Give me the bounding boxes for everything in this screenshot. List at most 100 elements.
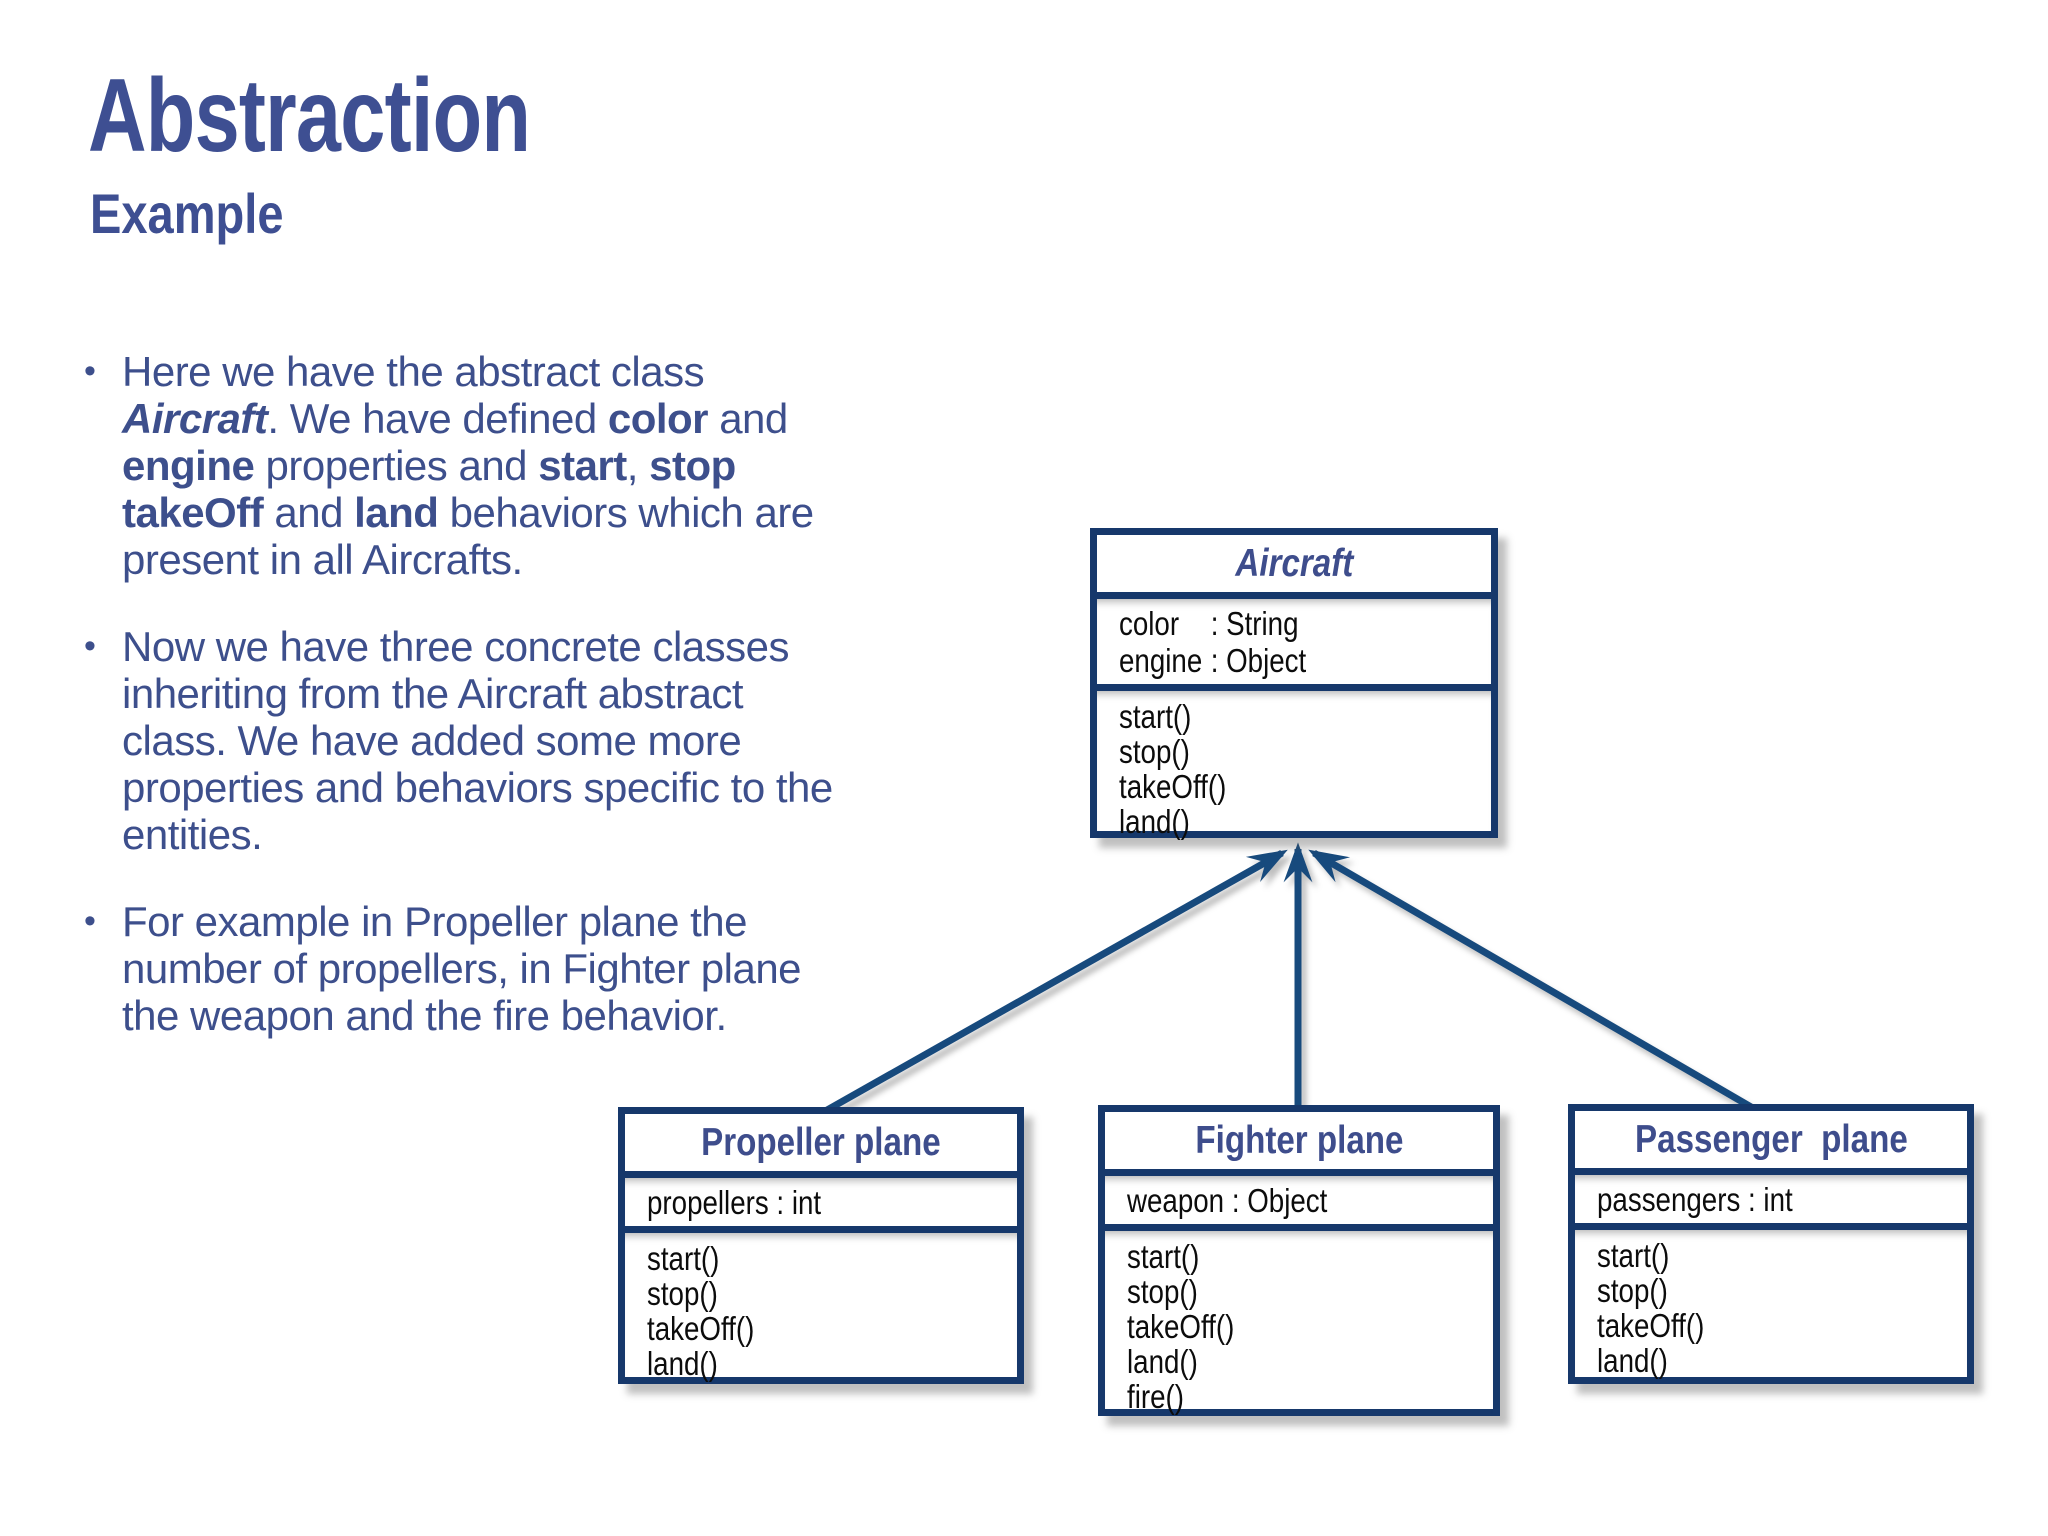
bullet-text-line: present in all Aircrafts.	[122, 536, 922, 583]
uml-class-title: Aircraft	[1097, 535, 1491, 592]
uml-method: stop()	[1119, 734, 1491, 769]
uml-method: fire()	[1127, 1379, 1493, 1414]
uml-attribute-name: color	[1119, 605, 1180, 642]
uml-method-text: land()	[647, 1345, 718, 1382]
uml-method: start()	[1119, 699, 1491, 734]
uml-methods-compartment: start()stop()takeOff()land()	[1097, 684, 1491, 839]
bullet-marker: •	[84, 352, 96, 390]
text-segment: properties and	[254, 442, 539, 489]
uml-method-text: takeOff()	[1119, 768, 1227, 805]
page-subtitle-text: Example	[90, 182, 284, 245]
uml-attribute: engine : Object	[1119, 642, 1491, 679]
uml-class-name: Passenger plane	[1634, 1117, 1908, 1161]
uml-method: land()	[1127, 1344, 1493, 1379]
uml-method-text: takeOff()	[1127, 1308, 1235, 1345]
bullet-marker: •	[84, 627, 96, 665]
page-title-text: Abstraction	[88, 58, 531, 174]
uml-method-text: stop()	[1127, 1273, 1198, 1310]
connector-passenger-to-aircraft	[1308, 849, 1760, 1115]
uml-attribute-name: weapon	[1127, 1182, 1225, 1219]
uml-attribute-name: passengers	[1597, 1181, 1741, 1218]
bullet-text-line: the weapon and the fire behavior.	[122, 992, 922, 1039]
uml-method: takeOff()	[1127, 1309, 1493, 1344]
text-segment: color	[607, 395, 709, 442]
uml-attributes-compartment: weapon : Object	[1105, 1169, 1493, 1224]
text-segment: ,	[626, 442, 650, 489]
uml-method: stop()	[647, 1276, 1017, 1311]
bullet-text-line: Aircraft. We have defined color and	[122, 395, 922, 442]
text-segment: class. We have added some more	[122, 717, 742, 764]
text-segment: Here we have the abstract class	[122, 348, 705, 395]
uml-method-text: takeOff()	[1597, 1307, 1705, 1344]
text-segment: stop	[649, 442, 736, 489]
uml-methods-compartment: start()stop()takeOff()land()fire()	[1105, 1224, 1493, 1414]
bullet-text-line: entities.	[122, 811, 922, 858]
uml-method: land()	[1597, 1343, 1967, 1378]
page-title: Abstraction	[88, 64, 655, 168]
uml-method: start()	[647, 1241, 1017, 1276]
text-segment: takeOff	[122, 489, 264, 536]
uml-method-text: land()	[1119, 803, 1190, 840]
uml-method-text: start()	[1119, 698, 1192, 735]
uml-class-fighter-plane: Fighter plane weapon : Object start()stop(…	[1098, 1105, 1500, 1416]
uml-method: stop()	[1597, 1273, 1967, 1308]
page-subtitle: Example	[90, 186, 320, 242]
bullet-text-line: properties and behaviors specific to the	[122, 764, 922, 811]
text-segment: entities.	[122, 811, 263, 858]
uml-class-title: Passenger plane	[1575, 1111, 1967, 1168]
text-segment: engine	[122, 442, 255, 489]
text-segment: inheriting from the Aircraft abstract	[122, 670, 744, 717]
uml-method-text: takeOff()	[647, 1310, 755, 1347]
text-segment: . We have defined	[267, 395, 608, 442]
uml-class-propeller-plane: Propeller plane propellers : int start()st…	[618, 1107, 1024, 1384]
bullet-text-line: takeOff and land behaviors which are	[122, 489, 922, 536]
uml-method: stop()	[1127, 1274, 1493, 1309]
bullet-text-line: number of propellers, in Fighter plane	[122, 945, 922, 992]
bullet-text-line: Here we have the abstract class	[122, 348, 922, 395]
uml-attribute: passengers : int	[1597, 1181, 1967, 1218]
uml-method: takeOff()	[1597, 1308, 1967, 1343]
uml-attribute-name: propellers	[647, 1184, 769, 1221]
uml-attribute-text: weapon : Object	[1127, 1182, 1328, 1219]
bullet-text-line: class. We have added some more	[122, 717, 922, 764]
text-segment: the weapon and the fire behavior.	[122, 992, 727, 1039]
uml-method: land()	[647, 1346, 1017, 1381]
uml-method-text: fire()	[1127, 1378, 1184, 1415]
text-segment: Aircraft	[122, 395, 268, 442]
uml-method: takeOff()	[1119, 769, 1491, 804]
uml-attribute-text: propellers : int	[647, 1184, 822, 1221]
uml-class-name: Propeller plane	[701, 1120, 941, 1164]
uml-method: start()	[1597, 1238, 1967, 1273]
uml-attribute-text: engine : Object	[1119, 642, 1307, 679]
bullet-text-line: Now we have three concrete classes	[122, 623, 922, 670]
uml-method-text: start()	[1127, 1238, 1200, 1275]
uml-class-title: Fighter plane	[1105, 1112, 1493, 1169]
uml-methods-compartment: start()stop()takeOff()land()	[1575, 1223, 1967, 1378]
uml-class-name: Fighter plane	[1194, 1118, 1404, 1162]
text-segment: For example in Propeller plane the	[122, 898, 748, 945]
uml-class-name: Aircraft	[1235, 541, 1353, 585]
text-segment: and	[708, 395, 788, 442]
uml-method-text: stop()	[647, 1275, 718, 1312]
uml-methods-compartment: start()stop()takeOff()land()	[625, 1226, 1017, 1381]
uml-method: takeOff()	[647, 1311, 1017, 1346]
bullet-text-line: inheriting from the Aircraft abstract	[122, 670, 922, 717]
text-segment: behaviors which are	[438, 489, 815, 536]
uml-method-text: land()	[1127, 1343, 1198, 1380]
uml-class-title: Propeller plane	[625, 1114, 1017, 1171]
uml-class-passenger-plane: Passenger plane passengers : int start()st…	[1568, 1104, 1974, 1384]
text-segment: number of propellers, in Fighter plane	[122, 945, 802, 992]
uml-attributes-compartment: propellers : int	[625, 1171, 1017, 1226]
uml-method: start()	[1127, 1239, 1493, 1274]
bullet-text-line: engine properties and start, stop	[122, 442, 922, 489]
